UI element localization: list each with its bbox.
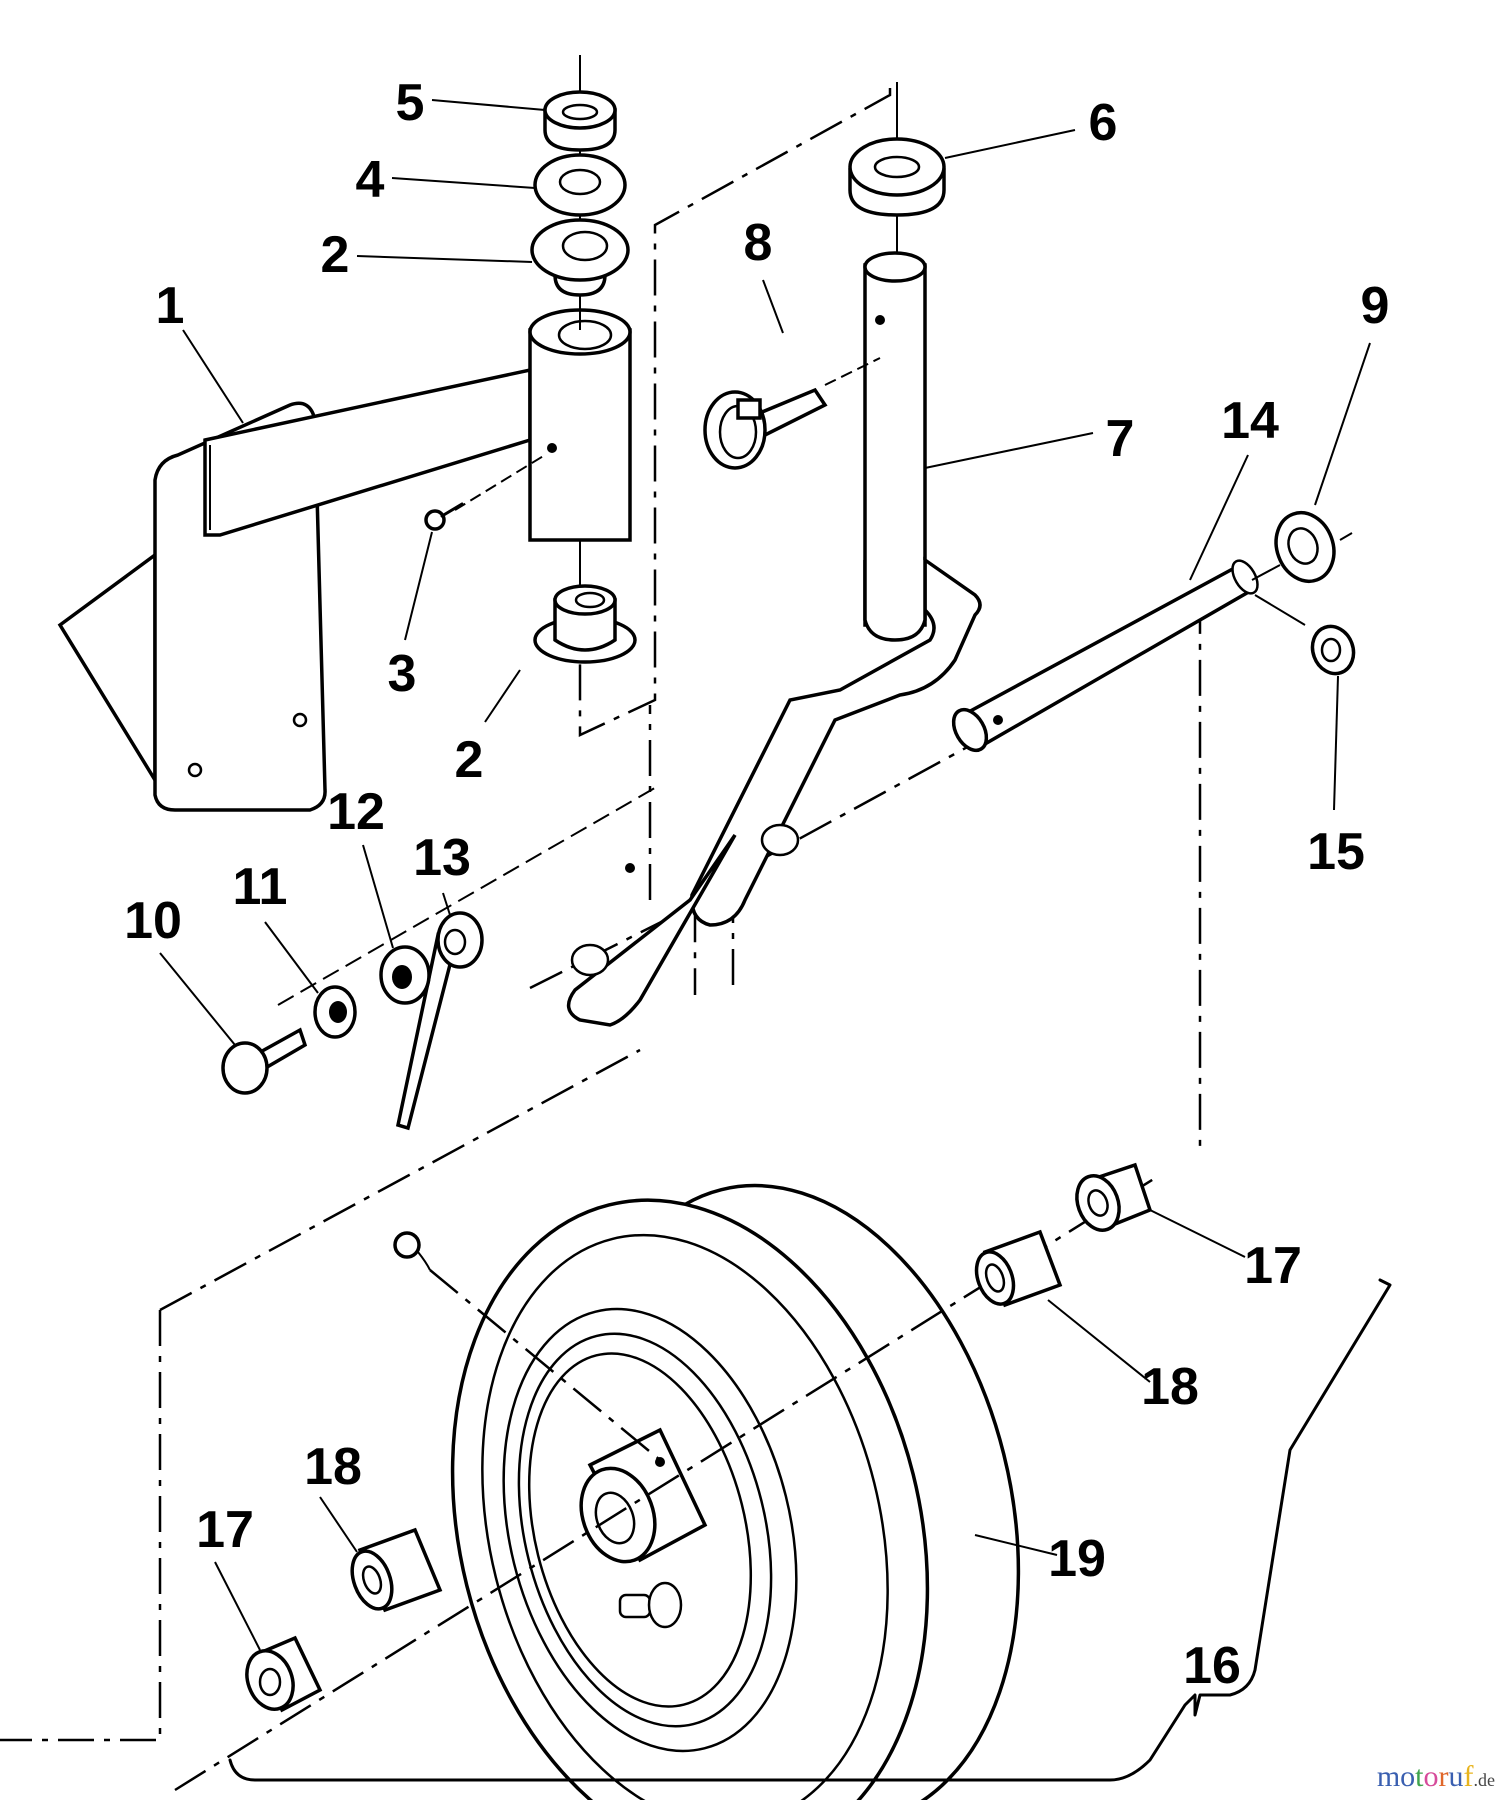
- callout-17-left: 17: [196, 1501, 254, 1559]
- part-bearing-right: [974, 1229, 1063, 1308]
- callout-9: 9: [1361, 277, 1390, 335]
- watermark-logo: motoruf.de: [1377, 1760, 1495, 1794]
- part-split-collar: [848, 82, 946, 270]
- part-wheel-and-tire: [393, 1183, 1021, 1800]
- part-bushing-right: [1075, 1162, 1153, 1232]
- callout-11: 11: [233, 858, 288, 916]
- callout-3: 3: [388, 645, 417, 703]
- watermark-letter: f: [1463, 1760, 1474, 1793]
- pivot-axis-stack: [530, 55, 630, 330]
- callout-14: 14: [1221, 392, 1279, 450]
- callout-2-lower: 2: [455, 731, 484, 789]
- part-hitch-pin: [703, 357, 881, 470]
- callouts: 1 2 2 3 4 5 6 7 8 9 10 11 12 13 14 15 16…: [124, 74, 1389, 1695]
- part-bearing-left: [350, 1527, 443, 1613]
- watermark-letter: m: [1376, 1760, 1401, 1793]
- watermark-letter: o: [1400, 1760, 1416, 1793]
- watermark-letter: t: [1415, 1760, 1424, 1793]
- assembly-bracket-16: [228, 1278, 1392, 1782]
- part-lower-flange-bushing: [533, 540, 637, 664]
- hardware-stack-left: [221, 784, 661, 1131]
- callout-12: 12: [327, 783, 385, 841]
- callout-4: 4: [356, 151, 385, 209]
- part-seal: [1274, 510, 1336, 584]
- part-grease-fitting: [424, 454, 546, 531]
- watermark-letter: u: [1448, 1760, 1464, 1793]
- callout-2-upper: 2: [321, 226, 350, 284]
- part-bushing-left: [245, 1635, 323, 1713]
- watermark-letter: r: [1438, 1760, 1449, 1793]
- part-pivot-tube: [528, 308, 632, 542]
- callout-19: 19: [1048, 1530, 1106, 1588]
- callout-6: 6: [1089, 94, 1118, 152]
- callout-7: 7: [1106, 410, 1135, 468]
- part-axle: [951, 532, 1353, 753]
- part-mounting-bracket: [57, 367, 532, 812]
- callout-15: 15: [1307, 823, 1365, 881]
- leader-lines: [159, 99, 1371, 1651]
- callout-1: 1: [156, 277, 185, 335]
- watermark-letter: o: [1423, 1760, 1439, 1793]
- watermark-suffix: .de: [1473, 1770, 1496, 1790]
- callout-8: 8: [744, 214, 773, 272]
- callout-5: 5: [396, 74, 425, 132]
- callout-16: 16: [1183, 1637, 1241, 1695]
- axle-centerline: [174, 1173, 1161, 1792]
- callout-18-left: 18: [304, 1438, 362, 1496]
- callout-10: 10: [124, 892, 182, 950]
- callout-13: 13: [413, 829, 471, 887]
- callout-17-right: 17: [1244, 1237, 1302, 1295]
- callout-18-right: 18: [1141, 1358, 1199, 1416]
- part-retaining-ring: [1310, 624, 1356, 676]
- part-caster-fork: [566, 251, 982, 1027]
